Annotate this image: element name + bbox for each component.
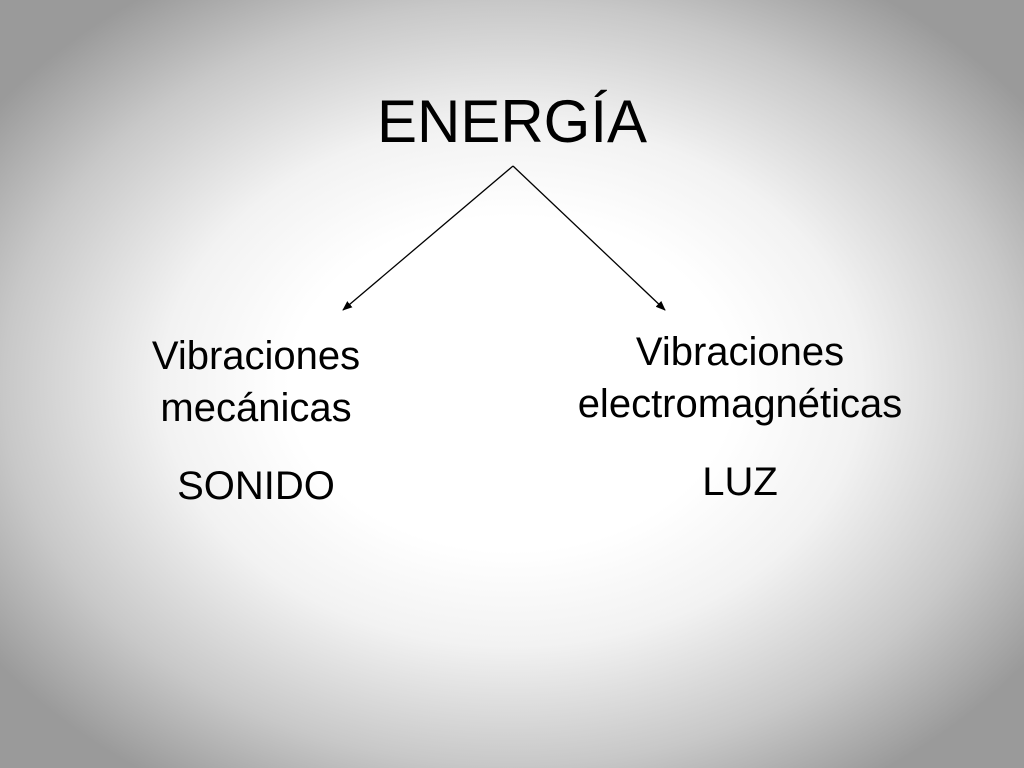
branch-electromagnetic-label: LUZ <box>702 460 778 504</box>
arrow-to-mechanical <box>342 165 514 311</box>
branch-mechanical: Vibraciones mecánicas SONIDO <box>96 330 416 512</box>
branch-mechanical-line1: Vibraciones <box>151 334 361 378</box>
branch-mechanical-line2: mecánicas <box>160 386 352 430</box>
branch-electromagnetic-line1: Vibraciones <box>635 330 845 374</box>
diagram-title: ENERGÍA <box>376 88 648 155</box>
branch-electromagnetic-line2: electromagnéticas <box>577 382 903 426</box>
branch-electromagnetic: Vibraciones electromagnéticas LUZ <box>530 326 950 508</box>
branch-mechanical-label: SONIDO <box>177 464 335 508</box>
arrow-to-electromagnetic <box>512 165 666 311</box>
